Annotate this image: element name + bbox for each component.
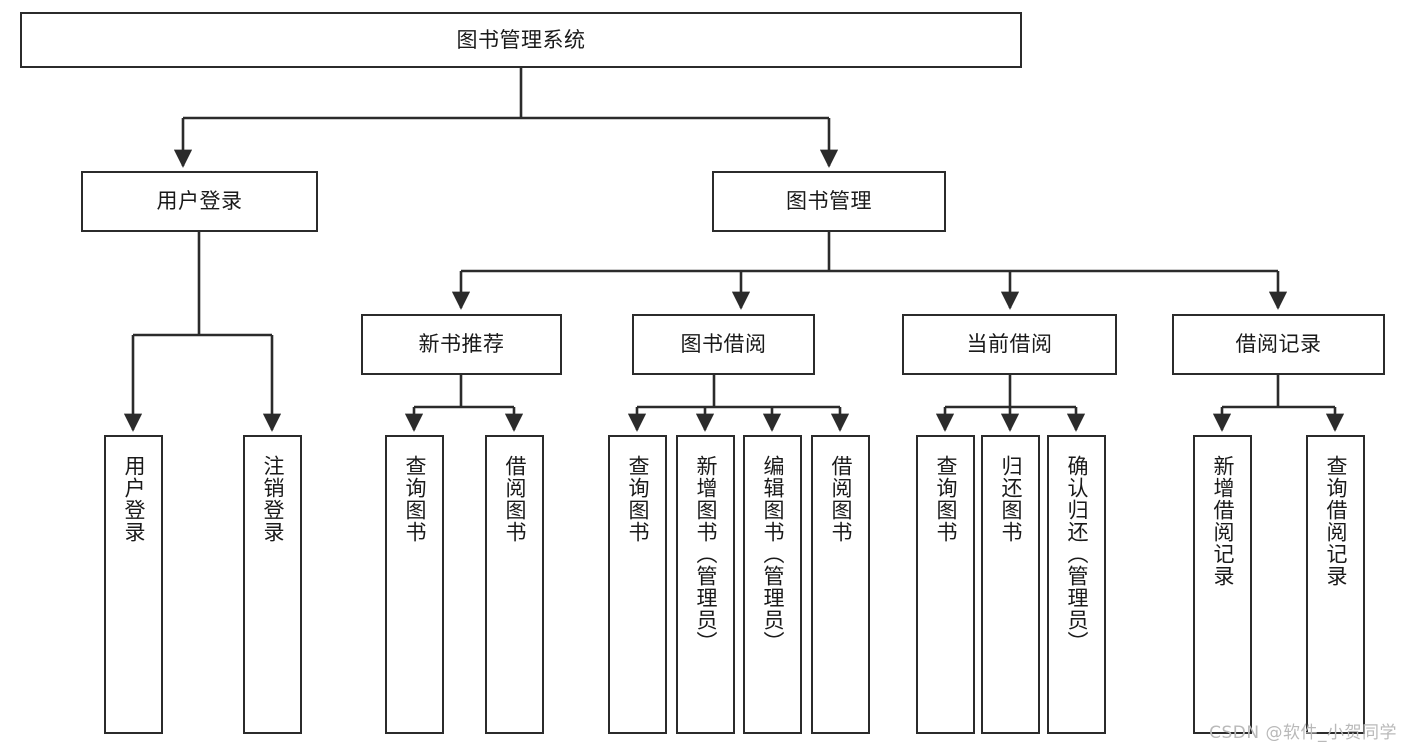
node-leaf-borrow-book-b-label: 借阅图书 [828, 455, 853, 543]
node-leaf-edit-book-label: 编辑图书（管理员） [760, 455, 785, 653]
node-leaf-add-record-label: 新增借阅记录 [1210, 455, 1235, 587]
node-root[interactable]: 图书管理系统 [20, 12, 1022, 68]
node-root-label: 图书管理系统 [456, 27, 586, 52]
node-borrow-record[interactable]: 借阅记录 [1172, 314, 1385, 375]
node-book-borrow[interactable]: 图书借阅 [632, 314, 815, 375]
node-leaf-query-book-b-label: 查询图书 [625, 455, 650, 543]
node-leaf-return-book[interactable]: 归还图书 [981, 435, 1040, 734]
node-leaf-query-record[interactable]: 查询借阅记录 [1306, 435, 1365, 734]
node-book-manage-label: 图书管理 [786, 189, 872, 214]
node-current-borrow[interactable]: 当前借阅 [902, 314, 1117, 375]
node-new-book-recommend[interactable]: 新书推荐 [361, 314, 562, 375]
node-leaf-borrow-book-a-label: 借阅图书 [502, 455, 527, 543]
node-leaf-logout[interactable]: 注销登录 [243, 435, 302, 734]
node-user-login[interactable]: 用户登录 [81, 171, 318, 232]
node-leaf-borrow-book-a[interactable]: 借阅图书 [485, 435, 544, 734]
node-leaf-borrow-book-b[interactable]: 借阅图书 [811, 435, 870, 734]
node-leaf-edit-book[interactable]: 编辑图书（管理员） [743, 435, 802, 734]
node-leaf-query-book-a[interactable]: 查询图书 [385, 435, 444, 734]
node-leaf-add-book[interactable]: 新增图书（管理员） [676, 435, 735, 734]
node-new-book-recommend-label: 新书推荐 [418, 332, 505, 357]
node-leaf-query-book-c[interactable]: 查询图书 [916, 435, 975, 734]
node-borrow-record-label: 借阅记录 [1235, 332, 1322, 357]
node-leaf-query-record-label: 查询借阅记录 [1323, 455, 1348, 587]
node-leaf-query-book-a-label: 查询图书 [402, 455, 427, 543]
node-leaf-user-login[interactable]: 用户登录 [104, 435, 163, 734]
node-leaf-add-record[interactable]: 新增借阅记录 [1193, 435, 1252, 734]
node-leaf-confirm-return-label: 确认归还（管理员） [1064, 455, 1089, 653]
node-leaf-query-book-c-label: 查询图书 [933, 455, 958, 543]
node-user-login-label: 用户登录 [156, 189, 243, 214]
node-leaf-confirm-return[interactable]: 确认归还（管理员） [1047, 435, 1106, 734]
node-leaf-add-book-label: 新增图书（管理员） [693, 455, 718, 653]
node-leaf-return-book-label: 归还图书 [998, 455, 1023, 543]
node-current-borrow-label: 当前借阅 [966, 332, 1053, 357]
node-leaf-query-book-b[interactable]: 查询图书 [608, 435, 667, 734]
node-book-manage[interactable]: 图书管理 [712, 171, 946, 232]
node-leaf-user-login-label: 用户登录 [121, 455, 146, 543]
node-leaf-logout-label: 注销登录 [260, 455, 285, 543]
node-book-borrow-label: 图书借阅 [680, 332, 767, 357]
